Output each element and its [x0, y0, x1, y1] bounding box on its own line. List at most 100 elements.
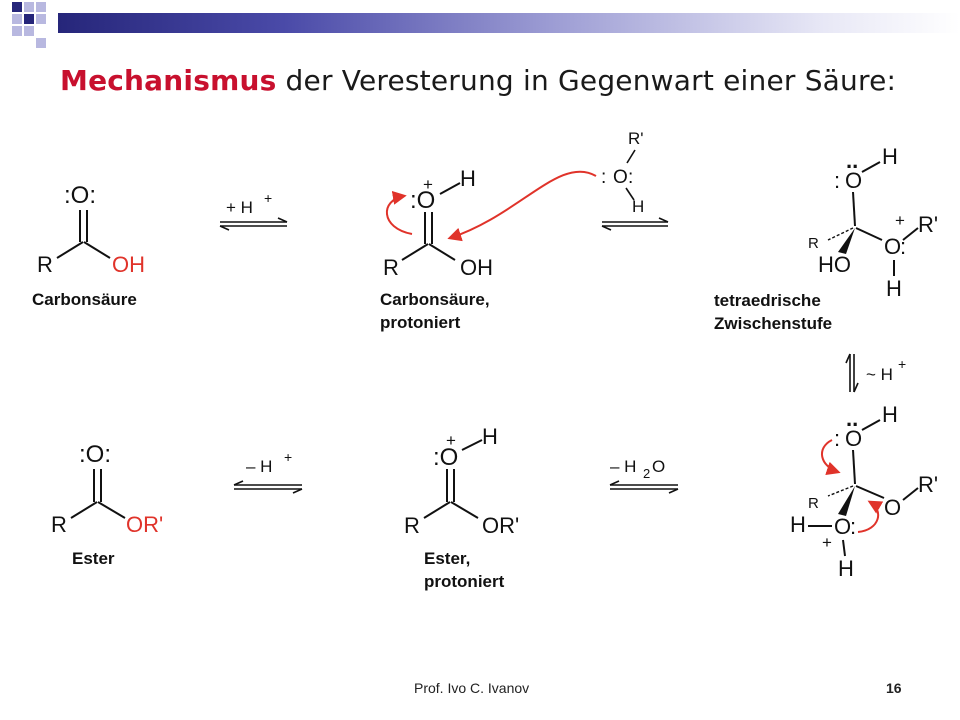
- bond-line: [902, 487, 919, 501]
- header-gradient: [58, 13, 960, 33]
- lone-pair: :: [900, 234, 906, 259]
- hydrogen-atom: H: [460, 166, 476, 191]
- water-oxygen-letter: O: [652, 457, 665, 476]
- deprotonation-label: – H: [246, 457, 272, 476]
- bond-line: [450, 501, 479, 519]
- bond-line: [83, 241, 111, 259]
- author-footer: Prof. Ivo C. Ivanov: [414, 680, 530, 696]
- oxonium-oxygen: :O: [410, 187, 435, 214]
- oxonium-oxygen: O: [884, 234, 901, 259]
- bond-line: [401, 243, 429, 261]
- header-square: [36, 38, 46, 48]
- plus-charge: +: [895, 211, 905, 230]
- bond-line: [70, 501, 98, 519]
- wedge-bond: [838, 486, 855, 516]
- hydrogen-atom: H: [632, 197, 644, 216]
- arrow-head: [219, 225, 230, 231]
- header-square: [12, 2, 22, 12]
- arrow-head: [658, 217, 669, 223]
- proton-transfer-label: ~ H: [866, 365, 893, 384]
- carbonyl-oxygen: :O:: [79, 441, 111, 468]
- red-curved-arrow-icon: [386, 190, 413, 235]
- r-group: R: [37, 252, 53, 277]
- arrow-head: [845, 353, 851, 364]
- oxonium-oxygen: :O: [433, 444, 458, 471]
- lone-pair: ..: [846, 406, 858, 431]
- hydrogen-atom: H: [838, 556, 854, 581]
- plus-charge: +: [423, 175, 433, 194]
- hydroxyl-oxygen: :: [834, 168, 840, 193]
- header-square: [24, 26, 34, 36]
- slide-title-rest: der Veresterung in Gegenwart einer Säure…: [276, 64, 897, 97]
- carboxylic-acid-label: Carbonsäure: [32, 290, 137, 309]
- plus-superscript: +: [898, 356, 906, 372]
- plus-charge: +: [446, 431, 456, 450]
- red-attack-arrow-icon: [447, 170, 597, 242]
- arrow-head: [292, 488, 303, 494]
- add-proton-label: + H: [226, 198, 253, 217]
- plus-charge: +: [822, 533, 832, 552]
- ester-alkoxy-group: OR': [126, 512, 163, 537]
- dashed-bond: [827, 485, 854, 497]
- bond-line: [861, 419, 881, 431]
- r-group: R: [383, 255, 399, 280]
- hydroxyl-group: OH: [112, 252, 145, 277]
- water-subscript: 2: [643, 466, 650, 481]
- protonated-acid-structure: + :O H R OH Carbonsäure, protoniert: [380, 166, 493, 332]
- arrow-head: [853, 382, 859, 393]
- ester-structure: :O: R OR' Ester: [51, 441, 163, 568]
- protonated-ester-structure: + :O H R OR' Ester, protoniert: [404, 424, 519, 591]
- wedge-bond: [838, 228, 855, 254]
- carbonyl-oxygen: :O:: [64, 182, 96, 209]
- arrow-head: [601, 225, 612, 231]
- arrow-head: [609, 480, 620, 486]
- bond-line: [56, 241, 84, 259]
- equilibrium-arrow-water-loss: – H 2 O: [609, 457, 679, 494]
- bond-line: [852, 191, 856, 227]
- hydrogen-atom: H: [482, 424, 498, 449]
- bond-line: [626, 149, 636, 164]
- bond-line: [902, 227, 919, 241]
- bond-line: [439, 182, 461, 195]
- r-group: R: [404, 513, 420, 538]
- red-curved-arrow-icon: [821, 439, 841, 476]
- plus-superscript: +: [284, 449, 292, 465]
- bond-line: [842, 539, 846, 557]
- ester-alkoxy-group: OR': [482, 513, 519, 538]
- hydroxyl-oxygen: O: [845, 426, 862, 451]
- protonated-acid-label: protoniert: [380, 313, 461, 332]
- protonated-leaving-group-structure: .. : O H R O R' H O : + H: [790, 402, 938, 581]
- slide-title-accent: Mechanismus: [60, 64, 277, 97]
- header-square: [12, 26, 22, 36]
- arrow-head: [668, 488, 679, 494]
- hydroxyl-group: OH: [460, 255, 493, 280]
- red-curved-arrow-icon: [857, 500, 884, 533]
- water-loss-label: – H: [610, 457, 636, 476]
- tetrahedral-intermediate-structure: .. : O H R HO + O : R' H tetraedrische Z…: [714, 144, 938, 333]
- ester-label: Ester: [72, 549, 115, 568]
- ether-oxygen: O: [884, 495, 901, 520]
- equilibrium-arrow-addition: [601, 217, 669, 231]
- page-number: 16: [886, 680, 902, 696]
- tetrahedral-label: tetraedrische: [714, 291, 821, 310]
- bond-line: [861, 161, 881, 173]
- arrow-head: [277, 217, 288, 223]
- bond-line: [97, 501, 126, 519]
- r-group: R: [51, 512, 67, 537]
- bond-line: [852, 449, 856, 485]
- alcohol-oxygen: O: [613, 167, 628, 188]
- r-group: R: [808, 495, 819, 512]
- leaving-hydrogen: H: [790, 512, 806, 537]
- lone-pair: ..: [846, 148, 858, 173]
- bond-line: [423, 501, 451, 519]
- header-square: [24, 2, 34, 12]
- header-square: [36, 2, 46, 12]
- r-prime-group: R': [918, 212, 938, 237]
- hydroxyl-oxygen: :: [834, 426, 840, 451]
- r-prime-group: R': [628, 129, 644, 148]
- slide-title: Mechanismus der Veresterung in Gegenwart…: [60, 64, 896, 97]
- hydrogen-atom: H: [886, 276, 902, 301]
- hydrogen-atom: H: [882, 402, 898, 427]
- oxonium-oxygen: O: [834, 514, 851, 539]
